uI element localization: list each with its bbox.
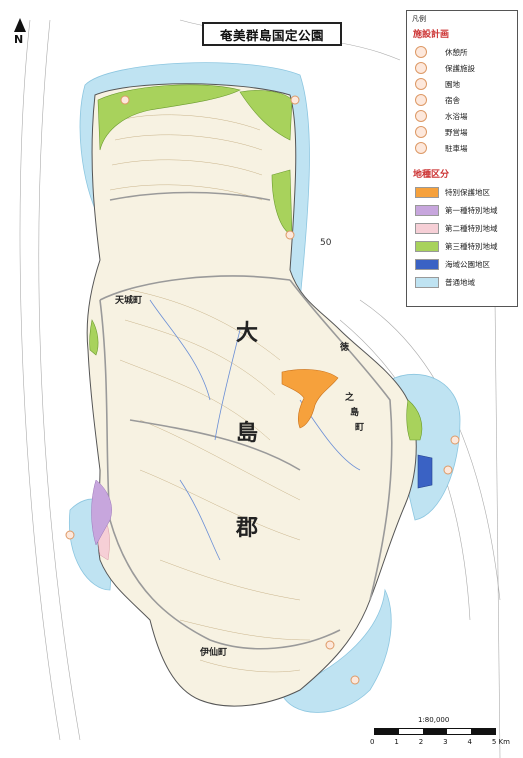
park-area-icon xyxy=(415,78,427,90)
facilities-heading: 施設計画 xyxy=(413,30,450,40)
zone-swatch xyxy=(415,240,439,252)
legend-facility-item: 水浴場 xyxy=(415,109,468,123)
rest-house-icon xyxy=(415,46,427,58)
legend-zone-label: 海域公園地区 xyxy=(445,259,490,269)
legend-zone-item: 第一種特別地域 xyxy=(415,203,498,217)
facility-markers xyxy=(65,95,460,685)
third-class-special-zones xyxy=(89,84,423,441)
legend-zone-item: 第三種特別地域 xyxy=(415,239,498,253)
legend-facility-label: 休憩所 xyxy=(445,47,468,57)
place-isentown: 伊仙町 xyxy=(199,646,227,658)
east-town-char-4: 町 xyxy=(355,422,364,433)
legend-zone-item: 普通地域 xyxy=(415,275,475,289)
legend-zone-label: 普通地域 xyxy=(445,277,475,287)
swimming-beach-icon xyxy=(415,110,427,122)
district-char-1: 大 xyxy=(236,321,258,346)
zone-swatch xyxy=(415,186,439,198)
legend-facility-label: 保護施設 xyxy=(445,63,475,73)
scale-ratio: 1:80,000 xyxy=(418,716,450,724)
legend-zone-label: 第二種特別地域 xyxy=(445,223,498,233)
scale-tick: 2 xyxy=(418,738,424,746)
legend-facility-item: 保護施設 xyxy=(415,61,475,75)
east-town-char-2: 之 xyxy=(345,391,354,403)
legend-zone-label: 第三種特別地域 xyxy=(445,241,498,251)
scale-bar: 1:80,000 0 1 2 3 4 5 Km xyxy=(366,716,516,752)
legend-zone-label: 特別保護地区 xyxy=(445,187,490,197)
legend-facility-item: 駐車場 xyxy=(415,141,468,155)
scale-tick: 0 xyxy=(370,738,375,746)
terrain-contours xyxy=(109,114,311,673)
legend-zone-item: 特別保護地区 xyxy=(415,185,490,199)
legend: 凡例 施設計画 休憩所 保護施設 園地 宿舎 水浴場 野営場 駐車場 地種区分 … xyxy=(406,10,518,307)
zone-swatch xyxy=(415,258,439,270)
scale-tick: 3 xyxy=(443,738,448,746)
east-town-char-1: 徳 xyxy=(339,341,349,353)
legend-facility-label: 園地 xyxy=(445,79,460,89)
zone-swatch xyxy=(415,222,439,234)
legend-facility-label: 野営場 xyxy=(445,127,468,137)
legend-header: 凡例 xyxy=(412,15,426,23)
legend-facility-item: 宿舎 xyxy=(415,93,460,107)
legend-facility-label: 宿舎 xyxy=(445,95,460,105)
marine-park-zone xyxy=(417,454,433,489)
scale-ticks: 0 1 2 3 4 5 Km xyxy=(370,738,510,746)
map-title: 奄美群島国定公園 xyxy=(202,22,342,46)
zone-swatch xyxy=(415,276,439,288)
parking-icon xyxy=(415,142,427,154)
legend-facility-item: 休憩所 xyxy=(415,45,468,59)
scale-tick: 5 Km xyxy=(491,738,510,746)
legend-zone-item: 第二種特別地域 xyxy=(415,221,498,235)
zones-heading: 地種区分 xyxy=(413,170,450,180)
place-tennsitown: 天城町 xyxy=(115,294,142,306)
campsite-icon xyxy=(415,126,427,138)
legend-facility-item: 園地 xyxy=(415,77,460,91)
protection-facility-icon xyxy=(415,62,427,74)
legend-zone-label: 第一種特別地域 xyxy=(445,205,498,215)
scale-tick: 1 xyxy=(394,738,399,746)
legend-zone-item: 海域公園地区 xyxy=(415,257,490,271)
lodging-icon xyxy=(415,94,427,106)
special-protection-zone xyxy=(281,369,339,429)
scale-tick: 4 xyxy=(467,738,472,746)
scale-graphic xyxy=(374,728,496,735)
legend-facility-label: 水浴場 xyxy=(445,111,468,121)
north-label: N xyxy=(14,33,24,46)
east-town-char-3: 島 xyxy=(350,406,359,418)
grid-label: 50 xyxy=(320,238,332,248)
island-land xyxy=(86,83,417,707)
legend-facility-item: 野営場 xyxy=(415,125,468,139)
district-char-3: 郡 xyxy=(235,516,258,541)
north-arrow-icon xyxy=(14,18,26,32)
zone-swatch xyxy=(415,204,439,216)
north-arrow: N xyxy=(14,18,26,46)
district-char-2: 島 xyxy=(236,420,258,446)
legend-facility-label: 駐車場 xyxy=(445,143,468,153)
first-class-special-zone xyxy=(91,479,112,546)
